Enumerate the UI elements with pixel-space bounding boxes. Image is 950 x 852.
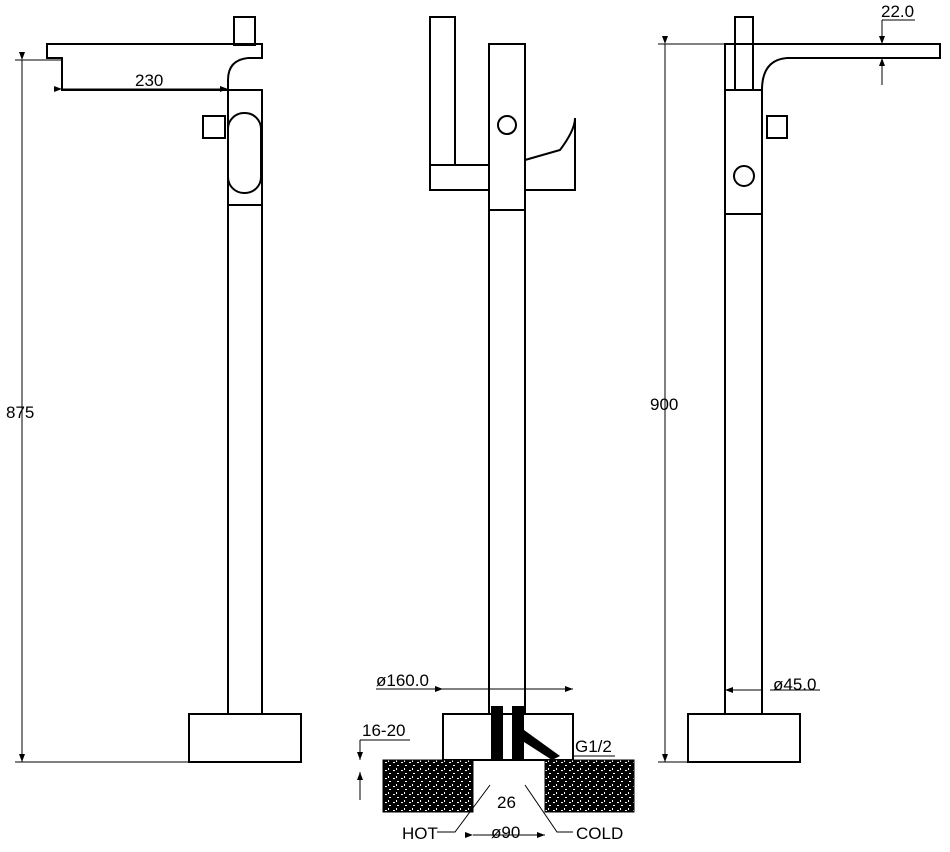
- dim-floor-thickness: 16-20: [362, 721, 405, 740]
- dim-height-right: 900: [650, 395, 678, 414]
- dim-pipe-spacing: 26: [497, 793, 516, 812]
- base-plate: [188, 713, 302, 763]
- dim-base-diameter: ø160.0: [376, 671, 429, 690]
- dim-height-left: 875: [6, 403, 34, 422]
- holder: [202, 115, 226, 139]
- dim-spout-reach: 230: [135, 71, 163, 90]
- lever-handle: [227, 112, 262, 194]
- floor-right: [544, 759, 635, 813]
- base-plate: [687, 713, 801, 763]
- dim-hole-diameter: ø90: [491, 823, 520, 842]
- handshower-rod: [233, 16, 256, 46]
- label-cold: COLD: [576, 824, 623, 843]
- spout: [724, 43, 941, 91]
- body: [724, 89, 763, 215]
- column: [227, 204, 263, 715]
- floor-left: [382, 759, 474, 813]
- label-hot: HOT: [402, 824, 438, 843]
- side-view-left: 230 875: [6, 16, 302, 763]
- side-view-right: 900 22.0 ø45.0: [650, 2, 941, 763]
- handshower: [429, 16, 456, 168]
- holder: [766, 115, 788, 139]
- column: [724, 213, 763, 715]
- dim-thread: G1/2: [575, 737, 612, 756]
- dim-spout-thickness: 22.0: [881, 2, 914, 21]
- front-view: ø160.0 16-20 G1/2 26 ø90 HOT COLD: [357, 16, 635, 843]
- holder: [429, 164, 490, 191]
- column: [488, 209, 526, 716]
- lever: [524, 117, 576, 191]
- dim-column-diameter: ø45.0: [773, 675, 816, 694]
